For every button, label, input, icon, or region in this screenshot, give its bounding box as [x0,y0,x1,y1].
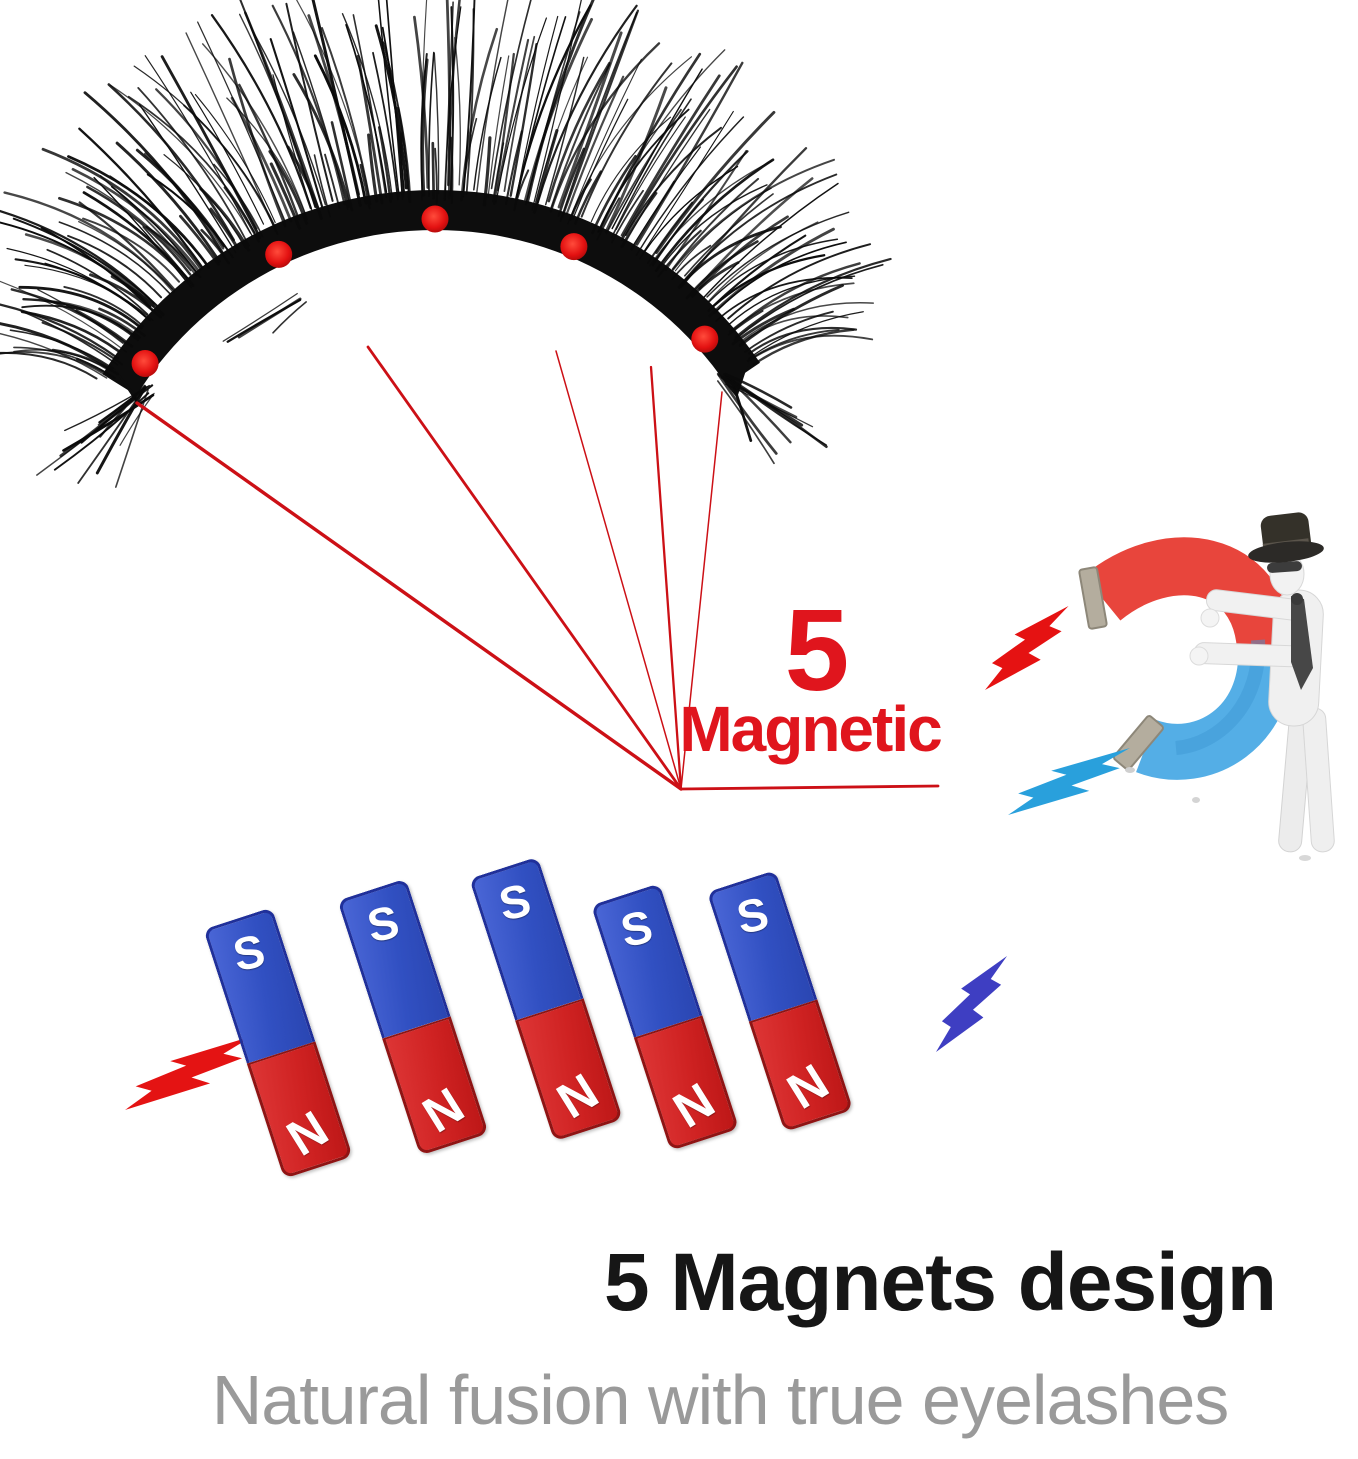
pole-s-label: S [362,895,404,953]
magnet-dots [131,205,719,377]
man-with-hat-figure [1125,512,1335,861]
headline-title: 5 Magnets design [603,1237,1277,1328]
pole-n-label: N [277,1100,338,1167]
pole-s-label: S [228,924,270,982]
lightning-bolt-red-icon [125,1036,253,1110]
headline-subtitle: Natural fusion with true eyelashes [211,1361,1230,1439]
pole-s-label: S [494,873,535,931]
pole-n-label: N [413,1076,474,1144]
lightning-bolt-indigo-icon [936,956,1008,1052]
false-eyelash-strip [0,0,892,488]
pole-s-label: S [615,899,657,958]
magnet-count-label: 5 [784,585,850,715]
magnet-man-illustration [1078,512,1335,861]
pole-n-label: N [663,1072,724,1139]
annotation-lines [135,345,940,791]
magnetic-label: Magnetic [679,693,942,765]
pole-s-label: S [731,886,773,945]
pole-n-label: N [547,1062,608,1130]
lightning-bolt-red-icon [985,606,1069,690]
lightning-bolts [125,606,1130,1110]
pole-n-label: N [777,1053,838,1120]
lightning-bolt-blue-icon [1008,748,1130,815]
